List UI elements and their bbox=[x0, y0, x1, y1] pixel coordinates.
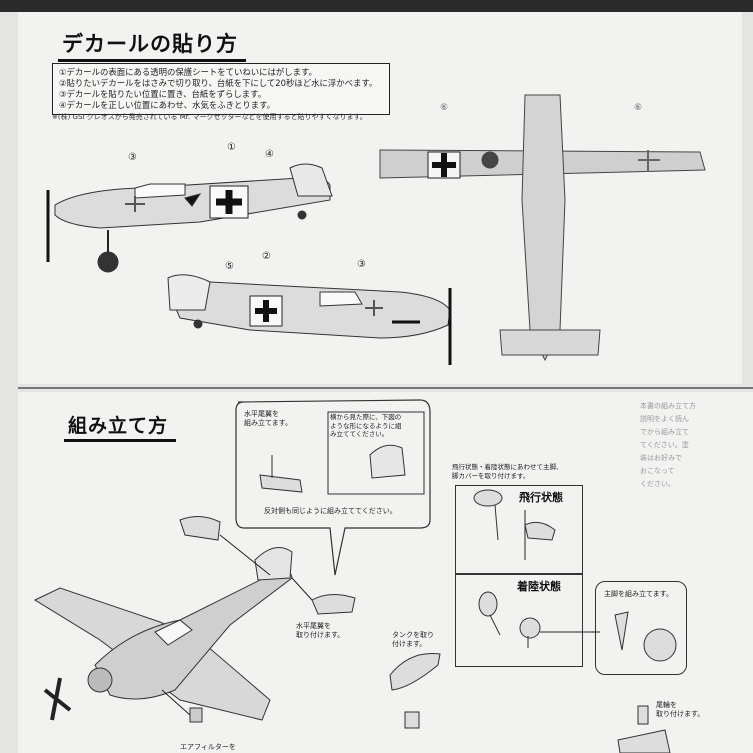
tail-callout-balloon bbox=[235, 399, 431, 576]
decal-heading: デカールの貼り方 bbox=[58, 28, 246, 62]
aircraft-side-view-2 bbox=[167, 274, 452, 365]
bleed-through-text: 本書の組み立て方説明をよく読んでから組み立ててください。塗装はお好みでおこなって… bbox=[640, 402, 696, 488]
aircraft-top-view bbox=[379, 94, 706, 362]
top-band bbox=[0, 0, 753, 12]
main-gear-box bbox=[595, 581, 687, 675]
assembly-heading-text: 組み立て方 bbox=[68, 415, 169, 437]
callout-top-b: ⑥ bbox=[634, 103, 643, 113]
decal-step-4: ④デカールを正しい位置にあわせ、水気をふきとります。 bbox=[59, 100, 276, 110]
tail-callout-note: 横から見た際に、下図の ような形になるように組 み立ててください。 bbox=[330, 413, 402, 438]
assembly-aircraft bbox=[33, 516, 356, 723]
assembly-lines bbox=[161, 510, 600, 716]
callout-side1-b: ① bbox=[227, 142, 236, 153]
tail-part-a bbox=[259, 474, 303, 493]
gear-parts bbox=[473, 489, 677, 662]
callout-side2-c: ③ bbox=[357, 259, 366, 270]
decal-step-2: ②貼りたいデカールをはさみで切り取り、台紙を下にして20秒ほど水に浮かべます。 bbox=[59, 78, 378, 88]
tail-callout-footer: 反対側も同じように組み立ててください。 bbox=[264, 507, 397, 515]
decal-note: ※(株) GSI クレオスから発売されている Mr. マークセッターなどを使用す… bbox=[52, 113, 367, 121]
tail-part-b bbox=[369, 444, 406, 479]
callout-side2-b: ② bbox=[262, 251, 271, 262]
attach-tank-label: タンクを取り 付けます。 bbox=[392, 631, 434, 648]
heading-underline bbox=[58, 59, 246, 62]
callout-top-a: ⑥ bbox=[440, 103, 449, 113]
decal-steps-box: ①デカールの表面にある透明の保護シートをていねいにはがします。 ②貼りたいデカー… bbox=[52, 63, 390, 115]
tail-callout-title: 水平尾翼を 組み立てます。 bbox=[244, 410, 292, 427]
decal-step-1: ①デカールの表面にある透明の保護シートをていねいにはがします。 bbox=[59, 67, 317, 77]
gear-box-landing bbox=[455, 573, 583, 667]
main-gear-label: 主脚を組み立てます。 bbox=[604, 590, 673, 598]
decal-heading-text: デカールの貼り方 bbox=[62, 32, 238, 56]
gear-box-flight bbox=[455, 485, 583, 575]
air-filter-label: エアフィルターを bbox=[180, 743, 236, 751]
callout-side2-a: ⑤ bbox=[225, 261, 234, 272]
tank-and-tailwheel bbox=[389, 652, 671, 753]
attach-tailwheel-label: 尾輪を 取り付けます。 bbox=[656, 701, 705, 718]
callout-side1-a: ③ bbox=[128, 152, 137, 163]
landing-state-label: 着陸状態 bbox=[517, 580, 561, 593]
assembly-heading: 組み立て方 bbox=[64, 411, 177, 442]
flight-state-label: 飛行状態 bbox=[519, 491, 563, 504]
side-view-inset bbox=[327, 411, 425, 495]
gear-intro: 飛行状態・着陸状態にあわせて主脚、 脚カバーを取り付けます。 bbox=[452, 463, 563, 480]
attach-tail-label: 水平尾翼を 取り付けます。 bbox=[296, 622, 345, 639]
callout-side1-c: ④ bbox=[265, 149, 274, 160]
heading-underline bbox=[64, 439, 177, 442]
decal-step-3: ③デカールを貼りたい位置に置き、台紙をずらします。 bbox=[59, 89, 267, 99]
aircraft-side-view-1 bbox=[46, 163, 333, 273]
